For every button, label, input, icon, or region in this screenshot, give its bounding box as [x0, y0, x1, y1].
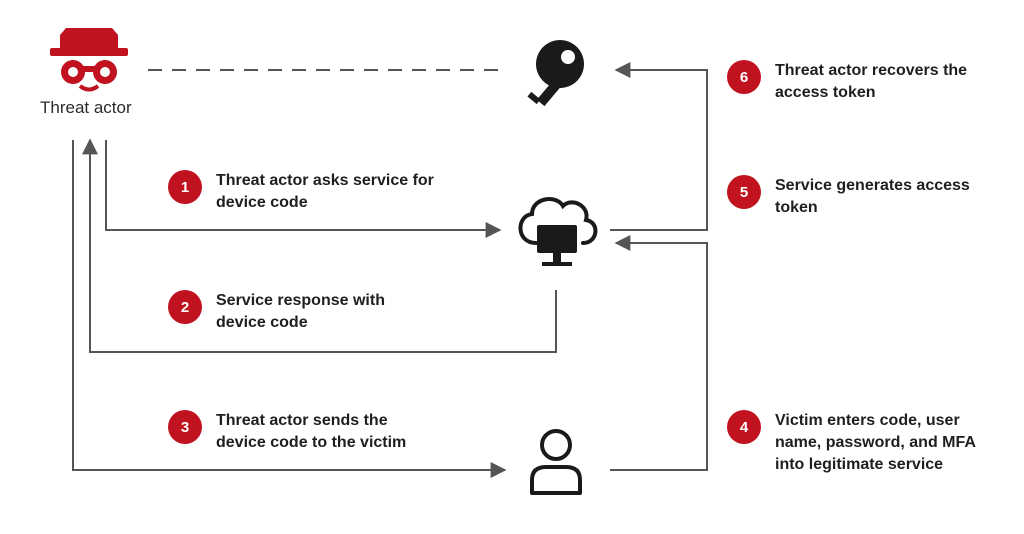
step-6: 6 Threat actor recovers the access token [727, 60, 1007, 104]
step-text: Threat actor recovers the access token [775, 62, 968, 101]
arrow-step-2 [82, 138, 557, 353]
step-2: 2 Service response with device code [168, 290, 468, 334]
user-icon [530, 429, 582, 495]
step-badge: 5 [727, 175, 761, 209]
step-badge: 4 [727, 410, 761, 444]
step-badge: 1 [168, 170, 202, 204]
arrow-step-4 [610, 235, 708, 471]
threat-actor-label: Threat actor [40, 98, 132, 117]
connectors [72, 62, 708, 478]
cloud-service-icon [518, 197, 598, 266]
threat-actor-icon [50, 28, 128, 92]
key-icon [527, 40, 584, 107]
step-badge: 2 [168, 290, 202, 324]
step-text: Service generates access token [775, 177, 970, 216]
step-text: Service response with device code [216, 292, 385, 331]
arrow-step-3 [72, 140, 507, 478]
step-5: 5 Service generates access token [727, 175, 1007, 219]
step-1: 1 Threat actor asks service for device c… [168, 170, 468, 214]
step-badge: 3 [168, 410, 202, 444]
step-4: 4 Victim enters code, user name, passwor… [727, 410, 1007, 476]
step-3: 3 Threat actor sends the device code to … [168, 410, 468, 454]
arrow-step-5-6 [610, 62, 708, 231]
step-text: Threat actor asks service for device cod… [216, 172, 434, 211]
arrow-step-1 [105, 140, 502, 238]
step-badge: 6 [727, 60, 761, 94]
step-text: Victim enters code, user name, password,… [775, 412, 976, 473]
step-text: Threat actor sends the device code to th… [216, 412, 407, 451]
